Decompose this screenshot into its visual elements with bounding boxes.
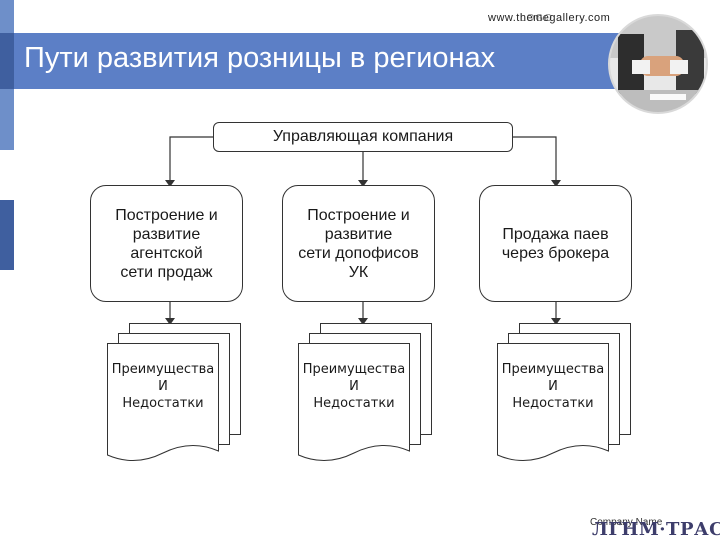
arrow-down-icon <box>358 180 368 187</box>
document-front-icon <box>497 343 609 461</box>
root-node-label: Управляющая компания <box>272 128 454 145</box>
arrow-down-icon <box>165 318 175 325</box>
path-node-line: Построение и <box>115 206 218 224</box>
document-line: Недостатки <box>512 396 594 411</box>
accent-stripe-dark <box>0 200 14 270</box>
website-logo-overlay: LOGO <box>520 13 553 24</box>
arrow-down-icon <box>358 318 368 325</box>
document-stack-3: Преимущества И Недостатки <box>497 323 632 468</box>
root-node-management-company: Управляющая компания <box>213 122 513 152</box>
accent-stripe-gap <box>0 150 14 200</box>
arrow-down-icon <box>551 318 561 325</box>
path-node-line: сети допофисов <box>298 244 419 262</box>
connector-right <box>513 136 557 182</box>
document-stack-2: Преимущества И Недостатки <box>298 323 433 468</box>
path-node-broker-sales: Продажа паев через брокера <box>479 185 632 302</box>
title-bar <box>14 33 626 89</box>
document-text: Преимущества И Недостатки <box>107 361 219 412</box>
path-node-line: развитие <box>324 225 393 243</box>
accent-stripe-bottom <box>0 270 14 540</box>
document-front-icon <box>298 343 410 461</box>
document-line: Недостатки <box>122 396 204 411</box>
path-node-line: Построение и <box>307 206 410 224</box>
title-bar-edge <box>0 33 14 89</box>
website-url: www.themegallery.com <box>488 12 611 24</box>
document-text: Преимущества И Недостатки <box>298 361 410 412</box>
path-node-line: УК <box>348 263 369 281</box>
path-node-office-network: Построение и развитие сети допофисов УК <box>282 185 435 302</box>
company-name: Company Name <box>590 517 663 528</box>
slide-title: Пути развития розницы в регионах <box>24 42 496 74</box>
document-line: И <box>548 379 558 394</box>
document-front-icon <box>107 343 219 461</box>
path-node-line: развитие <box>132 225 201 243</box>
document-stack-1: Преимущества И Недостатки <box>107 323 242 468</box>
handshake-photo <box>608 14 708 114</box>
document-line: Преимущества <box>111 362 215 377</box>
path-node-line: агентской <box>130 244 203 262</box>
document-line: И <box>158 379 168 394</box>
document-line: Недостатки <box>313 396 395 411</box>
company-logo: ЛГНМ·ТРАСТ <box>592 519 720 540</box>
path-node-line: через брокера <box>501 244 610 262</box>
path-node-line: сети продаж <box>120 263 213 281</box>
path-node-line: Продажа паев <box>502 225 609 243</box>
document-line: Преимущества <box>501 362 605 377</box>
document-text: Преимущества И Недостатки <box>497 361 609 412</box>
arrow-down-icon <box>165 180 175 187</box>
document-line: И <box>349 379 359 394</box>
connector-left <box>169 136 213 182</box>
arrow-down-icon <box>551 180 561 187</box>
path-node-agent-network: Построение и развитие агентской сети про… <box>90 185 243 302</box>
document-line: Преимущества <box>302 362 406 377</box>
